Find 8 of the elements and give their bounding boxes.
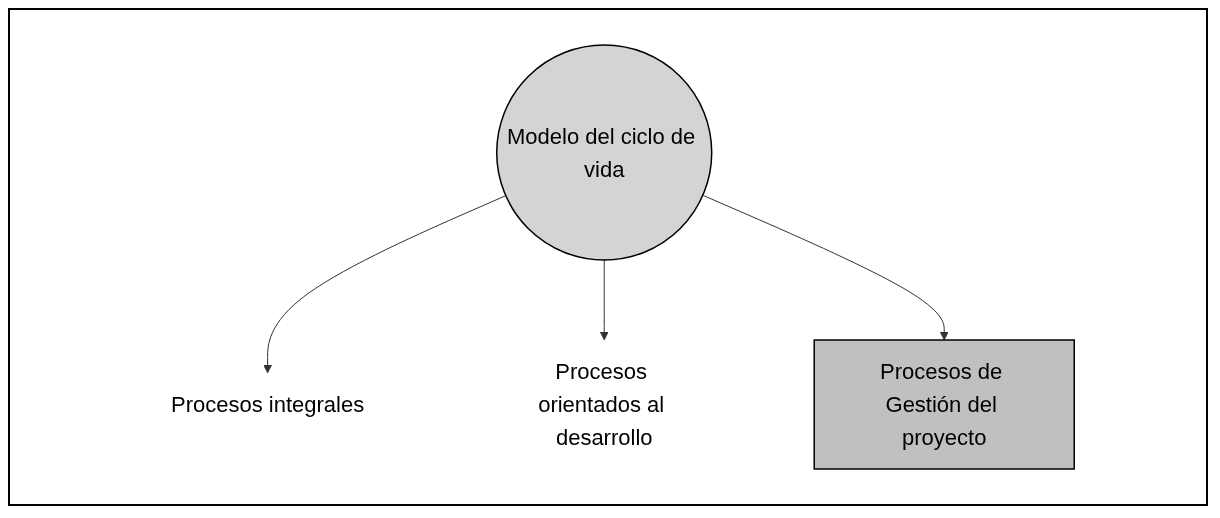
arrow [263, 195, 507, 374]
arrow [702, 194, 949, 341]
node-text: Procesos integrales [171, 392, 365, 417]
arrow [600, 259, 609, 341]
node-box [813, 339, 1076, 470]
diagram-frame: Modelo del ciclo de vida Procesos integrales Procesos orientados al desarrollo Procesos de Gestión del proyecto [8, 8, 1208, 506]
node-circle [496, 44, 713, 261]
node-text: Procesos orientados al desarrollo [538, 359, 665, 450]
